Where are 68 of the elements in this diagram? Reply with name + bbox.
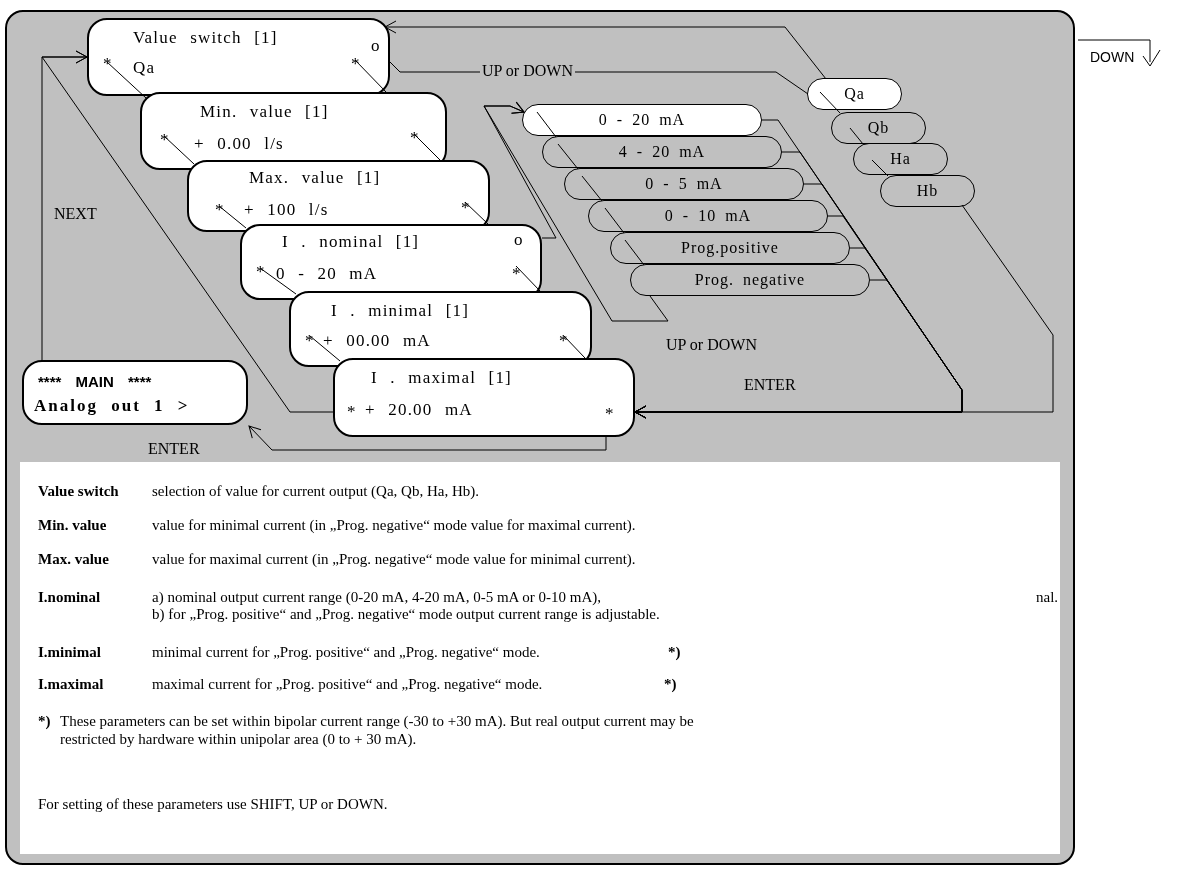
description-text: value for minimal current (in „Prog. negative“ mode value for maximal current). xyxy=(152,516,636,534)
asterisk-mark: * xyxy=(256,262,266,282)
asterisk-mark: * xyxy=(559,331,569,351)
key-label: DOWN xyxy=(1090,48,1135,66)
option-pill: 0 - 20 mA xyxy=(522,104,762,136)
parameter-name: I.maximal xyxy=(38,675,104,693)
screen-value: + 20.00 mA xyxy=(365,400,473,420)
screen-title: Max. value [1] xyxy=(249,168,381,188)
menu-screen-box xyxy=(187,160,490,232)
footnote-mark: *) xyxy=(664,675,677,693)
parameter-name: Min. value xyxy=(38,516,107,534)
option-pill: Qa xyxy=(807,78,902,110)
asterisk-mark: * xyxy=(305,331,315,351)
connector-line xyxy=(106,61,147,99)
connector-line xyxy=(536,111,557,138)
asterisk-mark: * xyxy=(215,200,225,220)
menu-screen-box xyxy=(289,291,592,367)
main-menu-box xyxy=(22,360,248,425)
screen-value: + 00.00 mA xyxy=(323,331,431,351)
screen-title: Min. value [1] xyxy=(200,102,329,122)
screen-title: I . nominal [1] xyxy=(282,232,420,252)
asterisk-mark: * xyxy=(103,54,113,74)
text-fragment: nal. xyxy=(1036,588,1059,606)
asterisk-mark: * xyxy=(160,130,170,150)
asterisk-mark: * xyxy=(461,198,471,218)
connector-line xyxy=(849,127,864,145)
connector-line xyxy=(871,159,889,177)
footnote-mark: *) xyxy=(668,643,681,661)
footnote-mark: *) xyxy=(38,712,51,730)
parameter-name: Value switch xyxy=(38,482,119,500)
connector-line xyxy=(604,207,625,234)
screen-title: Value switch [1] xyxy=(133,28,278,48)
note-text: For setting of these parameters use SHIFT, UP or DOWN. xyxy=(38,795,388,813)
menu-screen-box xyxy=(333,358,635,437)
screen-value: + 0.00 l/s xyxy=(194,134,284,154)
description-text: value for maximal current (in „Prog. negative“ mode value for minimal current). xyxy=(152,550,636,568)
description-text: a) nominal output current range (0-20 mA, 4-20 mA, 0-5 mA or 0-10 mA), xyxy=(152,588,602,606)
connector-line xyxy=(819,91,841,114)
parameter-name: I.minimal xyxy=(38,643,101,661)
menu-title: **** MAIN **** xyxy=(38,372,152,392)
parameter-name: Max. value xyxy=(38,550,109,568)
asterisk-mark: * xyxy=(347,402,357,422)
parameter-name: I.nominal xyxy=(38,588,101,606)
screen-value: 0 - 20 mA xyxy=(276,264,378,284)
connector-line xyxy=(624,239,645,266)
screen-value: Qa xyxy=(133,58,156,78)
description-text: b) for „Prog. positive“ and „Prog. negative“ mode output current range is adjustable. xyxy=(152,605,660,623)
connector-line xyxy=(557,143,579,170)
description-text: maximal current for „Prog. positive“ and „Prog. negative“ mode. xyxy=(152,675,543,693)
asterisk-mark: * xyxy=(605,404,615,424)
screen-title: I . maximal [1] xyxy=(371,368,512,388)
connector-arrow xyxy=(41,50,334,413)
description-text: selection of value for current output (Qa, Qb, Ha, Hb). xyxy=(152,482,479,500)
asterisk-mark: * xyxy=(512,264,522,284)
menu-screen-box xyxy=(87,18,390,96)
menu-screen-box xyxy=(240,224,542,300)
menu-item: Analog out 1 > xyxy=(34,396,190,416)
cursor-mark: o xyxy=(371,36,381,56)
connector-arrow xyxy=(483,101,669,322)
connector-arrow xyxy=(634,279,963,419)
cursor-mark: o xyxy=(514,230,524,250)
screen-title: I . minimal [1] xyxy=(331,301,470,321)
screen-value: + 100 l/s xyxy=(244,200,329,220)
connector-arrow xyxy=(248,425,607,451)
footnote-text: These parameters can be set within bipolar current range (-30 to +30 mA). But real output current may be restricted by hardware within unipolar area (0 to + 30 mA). xyxy=(60,712,695,748)
connector-line xyxy=(581,175,603,202)
connector-arrow xyxy=(384,20,827,80)
description-text: minimal current for „Prog. positive“ and „Prog. negative“ mode. xyxy=(152,643,540,661)
